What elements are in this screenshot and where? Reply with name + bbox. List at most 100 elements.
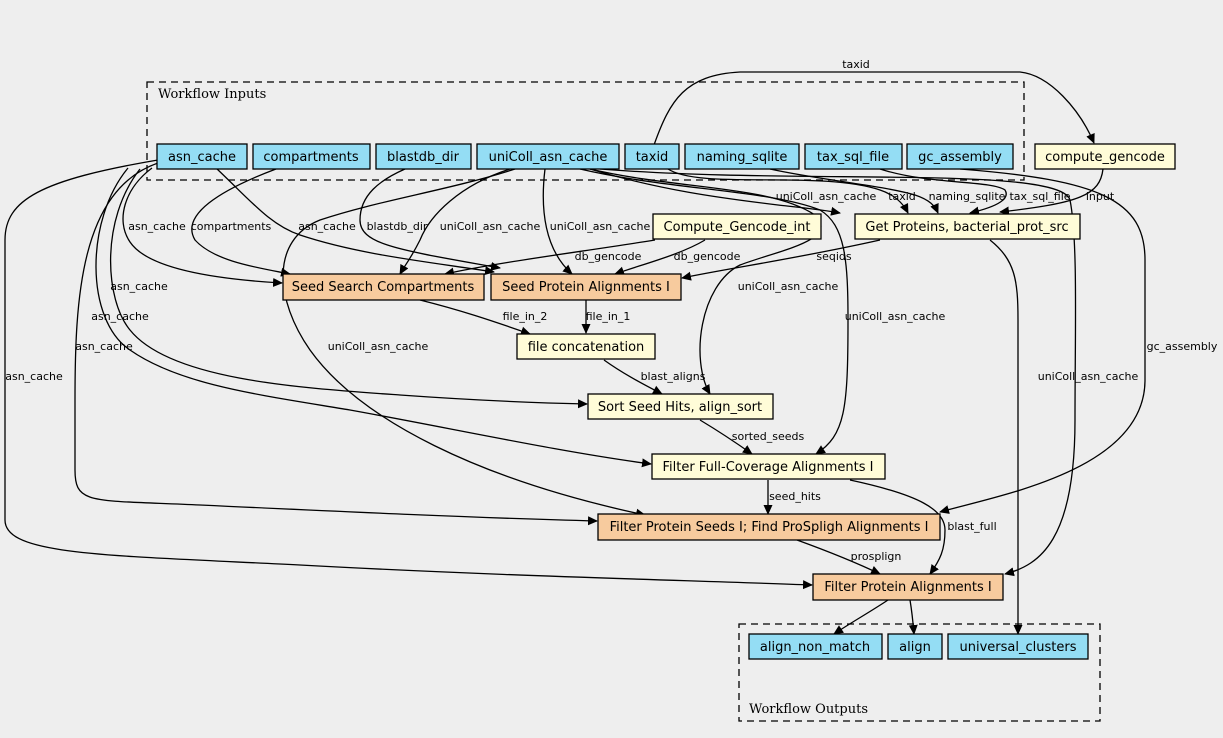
edge-label: uniColl_asn_cache (738, 280, 839, 293)
edge-filter-align-to-align-non-match (833, 599, 889, 635)
edge-label: db_gencode (674, 250, 741, 263)
edge-filter-full-to-filter-seeds: seed_hits (763, 479, 821, 515)
edge-filter-align-to-align (908, 599, 918, 635)
node-sort-seed-hits[interactable]: Sort Seed Hits, align_sort (587, 393, 774, 420)
node-label: align_non_match (760, 640, 870, 655)
node-label: compartments (263, 150, 358, 165)
node-naming-sqlite[interactable]: naming_sqlite (684, 143, 800, 170)
edge-get-proteins-to-seed-protein: seqids (681, 239, 881, 281)
edge-label: file_in_2 (503, 310, 548, 323)
node-label: Filter Protein Seeds I; Find ProSpligh A… (610, 520, 929, 535)
edge-label: blast_full (947, 520, 996, 533)
cluster-inputs-label: Workflow Inputs (158, 87, 266, 102)
node-label: Sort Seed Hits, align_sort (598, 400, 762, 415)
edge-unicoll-to-seed-protein: uniColl_asn_cache (542, 168, 651, 275)
edge-label: seed_hits (769, 490, 821, 503)
node-label: Get Proteins, bacterial_prot_src (865, 220, 1068, 235)
edge-gc-assembly-to-filter-seeds: gc_assembly (939, 168, 1218, 514)
node-compartments[interactable]: compartments (252, 143, 371, 170)
edge-gencode-int-to-seed-protein: db_gencode (614, 239, 741, 276)
edge-unicoll-to-filter-full: uniColl_asn_cache (579, 168, 946, 455)
edge-label: asn_cache (75, 340, 133, 353)
node-label: compute_gencode (1045, 150, 1165, 165)
edge-label: compartments (191, 220, 272, 233)
node-label: tax_sql_file (817, 150, 889, 165)
edge-label: asn_cache (110, 280, 168, 293)
edge-label: uniColl_asn_cache (1038, 370, 1139, 383)
node-label: taxid (636, 150, 669, 165)
edge-compartments-to-seed-search: compartments (191, 168, 291, 277)
edge-get-proteins-to-universal-clusters (989, 239, 1023, 635)
node-universal-clusters[interactable]: universal_clusters (947, 633, 1089, 660)
edge-asn-cache-to-filter-seeds: asn_cache (74, 162, 598, 526)
edge-label: blast_aligns (641, 370, 706, 383)
edge-gencode-int-to-seed-search: db_gencode (444, 239, 656, 277)
edge-label: uniColl_asn_cache (776, 190, 877, 203)
edge-file-concat-to-sort-seed: blast_aligns (603, 359, 706, 395)
edge-seed-protein-to-file-concat: file_in_1 (581, 299, 631, 334)
edge-label: tax_sql_file (1009, 190, 1070, 203)
node-unicoll-asn-cache[interactable]: uniColl_asn_cache (476, 143, 620, 170)
node-compute-gencode-int[interactable]: Compute_Gencode_int (652, 213, 822, 240)
node-seed-search-compartments[interactable]: Seed Search Compartments (282, 273, 485, 301)
node-align-non-match[interactable]: align_non_match (748, 633, 883, 660)
edge-filter-seeds-to-filter-align: prosplign (796, 539, 902, 575)
node-label: file concatenation (528, 340, 645, 355)
node-compute-gencode[interactable]: compute_gencode (1034, 143, 1176, 170)
node-filter-full-coverage[interactable]: Filter Full-Coverage Alignments I (651, 453, 886, 480)
node-filter-protein-alignments[interactable]: Filter Protein Alignments I (812, 573, 1004, 601)
node-blastdb-dir[interactable]: blastdb_dir (375, 143, 472, 170)
node-gc-assembly[interactable]: gc_assembly (906, 143, 1014, 170)
node-file-concatenation[interactable]: file concatenation (516, 333, 656, 360)
edge-label: seqids (816, 250, 852, 263)
nodes-layer: asn_cache compartments blastdb_dir uniCo… (156, 143, 1176, 660)
edge-label: file_in_1 (586, 310, 631, 323)
node-filter-protein-seeds[interactable]: Filter Protein Seeds I; Find ProSpligh A… (597, 513, 941, 541)
node-label: gc_assembly (918, 150, 1002, 165)
edge-label: prosplign (851, 550, 902, 563)
edge-blastdb-to-seed-protein: blastdb_dir (359, 168, 501, 271)
edge-label: asn_cache (5, 370, 63, 383)
edge-label: naming_sqlite (929, 190, 1006, 203)
node-get-proteins[interactable]: Get Proteins, bacterial_prot_src (854, 213, 1081, 240)
edge-label: uniColl_asn_cache (550, 220, 651, 233)
edge-unicoll-to-seed-search: uniColl_asn_cache (399, 168, 541, 275)
edge-compute-gencode-to-get-proteins: input (999, 168, 1115, 216)
edge-label: input (1086, 190, 1115, 203)
node-label: blastdb_dir (387, 150, 460, 165)
node-taxid[interactable]: taxid (624, 143, 680, 170)
node-label: Filter Full-Coverage Alignments I (662, 460, 873, 475)
node-align[interactable]: align (887, 633, 943, 660)
edges-layer: taxid input asn_cache compartments uniCo… (4, 58, 1218, 635)
edge-label: asn_cache (128, 220, 186, 233)
node-label: universal_clusters (960, 640, 1077, 655)
edge-asn-cache-to-filter-align: asn_cache (4, 159, 813, 590)
edge-label: sorted_seeds (732, 430, 805, 443)
edge-label: uniColl_asn_cache (328, 340, 429, 353)
node-asn-cache[interactable]: asn_cache (156, 143, 248, 170)
node-label: Compute_Gencode_int (664, 220, 811, 235)
node-tax-sql-file[interactable]: tax_sql_file (804, 143, 903, 170)
cluster-workflow-inputs: Workflow Inputs (146, 81, 1025, 181)
edge-label: uniColl_asn_cache (440, 220, 541, 233)
edge-label: db_gencode (575, 250, 642, 263)
cluster-outputs-label: Workflow Outputs (749, 702, 868, 717)
node-label: Seed Search Compartments (292, 280, 475, 295)
edge-label: gc_assembly (1147, 340, 1218, 353)
edge-asn-cache-to-seed-search: asn_cache (122, 167, 283, 287)
node-label: align (899, 640, 931, 655)
node-label: uniColl_asn_cache (489, 150, 608, 165)
node-seed-protein-alignments[interactable]: Seed Protein Alignments I (490, 273, 682, 301)
edge-label: blastdb_dir (367, 220, 428, 233)
edge-seed-search-to-file-concat: file_in_2 (419, 299, 548, 336)
edge-label: uniColl_asn_cache (845, 310, 946, 323)
edge-label: taxid (842, 58, 870, 71)
cluster-workflow-outputs: Workflow Outputs (738, 623, 1101, 722)
edge-sort-seed-to-filter-full: sorted_seeds (699, 419, 805, 455)
edge-taxid-to-compute-gencode: taxid (653, 58, 1095, 146)
edge-asn-cache-to-sort-seed: asn_cache (109, 168, 588, 409)
node-label: Seed Protein Alignments I (502, 280, 670, 295)
edge-filter-full-to-filter-align: blast_full (849, 479, 997, 575)
edge-asn-cache-to-filter-full: asn_cache (91, 167, 652, 468)
